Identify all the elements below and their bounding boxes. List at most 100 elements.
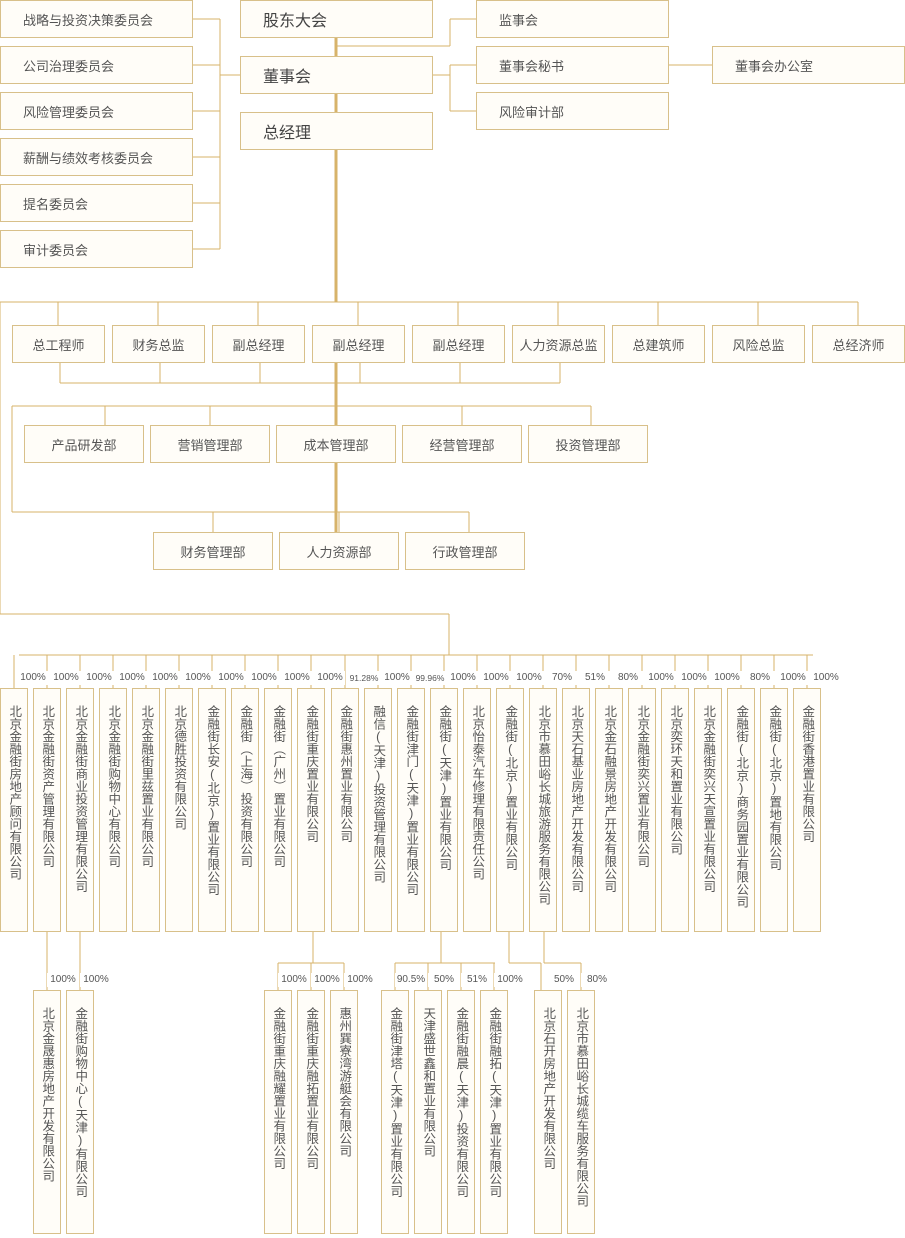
sub-subsidiary-box: 北京市慕田峪长城缆车服务有限公司 <box>567 990 595 1234</box>
subsidiary-box: 金融街(北京)置地有限公司 <box>760 688 788 932</box>
subsidiary-ownership-pct: 100% <box>117 671 147 685</box>
department-box: 财务管理部 <box>153 532 273 570</box>
subsidiary-name: 金融街（广州）置业有限公司 <box>271 705 286 868</box>
sub-subsidiary-name: 金融街重庆融拓置业有限公司 <box>304 1007 319 1170</box>
subsidiary-box: 金融街长安(北京)置业有限公司 <box>198 688 226 932</box>
subsidiary-ownership-pct: 100% <box>481 671 511 685</box>
committee-label: 薪酬与绩效考核委员会 <box>23 150 154 166</box>
subsidiary-box: 金融街(天津)置业有限公司 <box>430 688 458 932</box>
department-box: 成本管理部 <box>276 425 396 463</box>
supervisory-board-box: 监事会 <box>476 0 669 38</box>
committee-box: 提名委员会 <box>0 184 193 222</box>
subsidiary-ownership-pct: 100% <box>18 671 48 685</box>
executive-box: 风险总监 <box>712 325 805 363</box>
department-label: 行政管理部 <box>432 544 498 560</box>
sub-subsidiary-ownership-pct: 51% <box>461 973 493 987</box>
subsidiary-ownership-pct: 100% <box>51 671 81 685</box>
committee-label: 审计委员会 <box>23 242 89 258</box>
executive-label: 人力资源总监 <box>519 337 598 353</box>
sub-subsidiary-name: 惠州巽寮湾游艇会有限公司 <box>337 1007 352 1157</box>
subsidiary-box: 北京金融街奕兴置业有限公司 <box>628 688 656 932</box>
subsidiary-name: 金融街(北京)商务园置业有限公司 <box>734 705 749 908</box>
subsidiary-box: 金融街（上海）投资有限公司 <box>231 688 259 932</box>
department-label: 营销管理部 <box>177 437 243 453</box>
department-box: 经营管理部 <box>402 425 522 463</box>
sub-subsidiary-box: 金融街重庆融耀置业有限公司 <box>264 990 292 1234</box>
executive-label: 副总经理 <box>332 337 385 353</box>
executive-box: 总工程师 <box>12 325 105 363</box>
subsidiary-ownership-pct: 100% <box>811 671 841 685</box>
committee-label: 风险管理委员会 <box>23 104 115 120</box>
executive-box: 总经济师 <box>812 325 905 363</box>
subsidiary-name: 北京奕环天和置业有限公司 <box>668 705 683 855</box>
subsidiary-ownership-pct: 70% <box>547 671 577 685</box>
subsidiary-ownership-pct: 100% <box>216 671 246 685</box>
subsidiary-ownership-pct: 80% <box>613 671 643 685</box>
board-of-directors-box: 董事会 <box>240 56 433 94</box>
sub-subsidiary-box: 金融街融拓(天津)置业有限公司 <box>480 990 508 1234</box>
sub-subsidiary-ownership-pct: 100% <box>278 973 310 987</box>
subsidiary-name: 北京金融街商业投资管理有限公司 <box>73 705 88 893</box>
subsidiary-box: 北京天石基业房地产开发有限公司 <box>562 688 590 932</box>
subsidiary-ownership-pct: 99.96% <box>415 671 445 685</box>
subsidiary-name: 金融街津门(天津)置业有限公司 <box>404 705 419 896</box>
sub-subsidiary-ownership-pct: 80% <box>581 973 613 987</box>
subsidiary-box: 金融街(北京)商务园置业有限公司 <box>727 688 755 932</box>
general-manager-label: 总经理 <box>263 125 312 142</box>
sub-subsidiary-ownership-pct: 100% <box>311 973 343 987</box>
sub-subsidiary-name: 北京市慕田峪长城缆车服务有限公司 <box>574 1007 589 1207</box>
sub-subsidiary-ownership-pct: 50% <box>428 973 460 987</box>
subsidiary-box: 北京怡泰汽车修理有限责任公司 <box>463 688 491 932</box>
subsidiary-box: 北京金融街里兹置业有限公司 <box>132 688 160 932</box>
subsidiary-ownership-pct: 100% <box>84 671 114 685</box>
subsidiary-box: 北京市慕田峪长城旅游服务有限公司 <box>529 688 557 932</box>
sub-subsidiary-name: 北京金晟惠房地产开发有限公司 <box>40 1007 55 1182</box>
shareholders-meeting-label: 股东大会 <box>263 13 328 30</box>
subsidiary-box: 金融街重庆置业有限公司 <box>297 688 325 932</box>
subsidiary-name: 金融街（上海）投资有限公司 <box>238 705 253 868</box>
subsidiary-ownership-pct: 100% <box>382 671 412 685</box>
department-box: 营销管理部 <box>150 425 270 463</box>
subsidiary-box: 北京金融街商业投资管理有限公司 <box>66 688 94 932</box>
supervisory-board-label: 监事会 <box>499 12 539 28</box>
executive-label: 总经济师 <box>832 337 885 353</box>
committee-label: 提名委员会 <box>23 196 89 212</box>
board-office-label: 董事会办公室 <box>735 58 814 74</box>
subsidiary-name: 北京德胜投资有限公司 <box>172 705 187 830</box>
sub-subsidiary-ownership-pct: 50% <box>548 973 580 987</box>
department-label: 财务管理部 <box>180 544 246 560</box>
sub-subsidiary-box: 金融街融晨(天津)投资有限公司 <box>447 990 475 1234</box>
subsidiary-ownership-pct: 100% <box>282 671 312 685</box>
subsidiary-ownership-pct: 100% <box>679 671 709 685</box>
committee-box: 风险管理委员会 <box>0 92 193 130</box>
subsidiary-ownership-pct: 100% <box>183 671 213 685</box>
subsidiary-name: 北京金融街房地产顾问有限公司 <box>7 705 22 880</box>
executive-box: 人力资源总监 <box>512 325 605 363</box>
executive-label: 副总经理 <box>232 337 285 353</box>
department-box: 投资管理部 <box>528 425 648 463</box>
board-office-box: 董事会办公室 <box>712 46 905 84</box>
subsidiary-box: 北京金融街购物中心有限公司 <box>99 688 127 932</box>
committee-label: 公司治理委员会 <box>23 58 115 74</box>
committee-box: 公司治理委员会 <box>0 46 193 84</box>
subsidiary-name: 金融街香港置业有限公司 <box>800 705 815 843</box>
subsidiary-name: 金融街(天津)置业有限公司 <box>437 705 452 871</box>
sub-subsidiary-box: 惠州巽寮湾游艇会有限公司 <box>330 990 358 1234</box>
department-label: 产品研发部 <box>51 437 117 453</box>
sub-subsidiary-name: 金融街重庆融耀置业有限公司 <box>271 1007 286 1170</box>
department-box: 人力资源部 <box>279 532 399 570</box>
executive-label: 总建筑师 <box>632 337 685 353</box>
subsidiary-ownership-pct: 100% <box>249 671 279 685</box>
sub-subsidiary-name: 金融街融拓(天津)置业有限公司 <box>487 1007 502 1198</box>
subsidiary-ownership-pct: 100% <box>778 671 808 685</box>
subsidiary-ownership-pct: 91.28% <box>349 671 379 685</box>
subsidiary-box: 金融街(北京)置业有限公司 <box>496 688 524 932</box>
subsidiary-name: 北京金融街购物中心有限公司 <box>106 705 121 868</box>
subsidiary-ownership-pct: 100% <box>150 671 180 685</box>
executive-box: 副总经理 <box>312 325 405 363</box>
sub-subsidiary-ownership-pct: 100% <box>47 973 79 987</box>
subsidiary-box: 金融街惠州置业有限公司 <box>331 688 359 932</box>
subsidiary-box: 金融街（广州）置业有限公司 <box>264 688 292 932</box>
subsidiary-ownership-pct: 100% <box>712 671 742 685</box>
department-label: 人力资源部 <box>306 544 372 560</box>
